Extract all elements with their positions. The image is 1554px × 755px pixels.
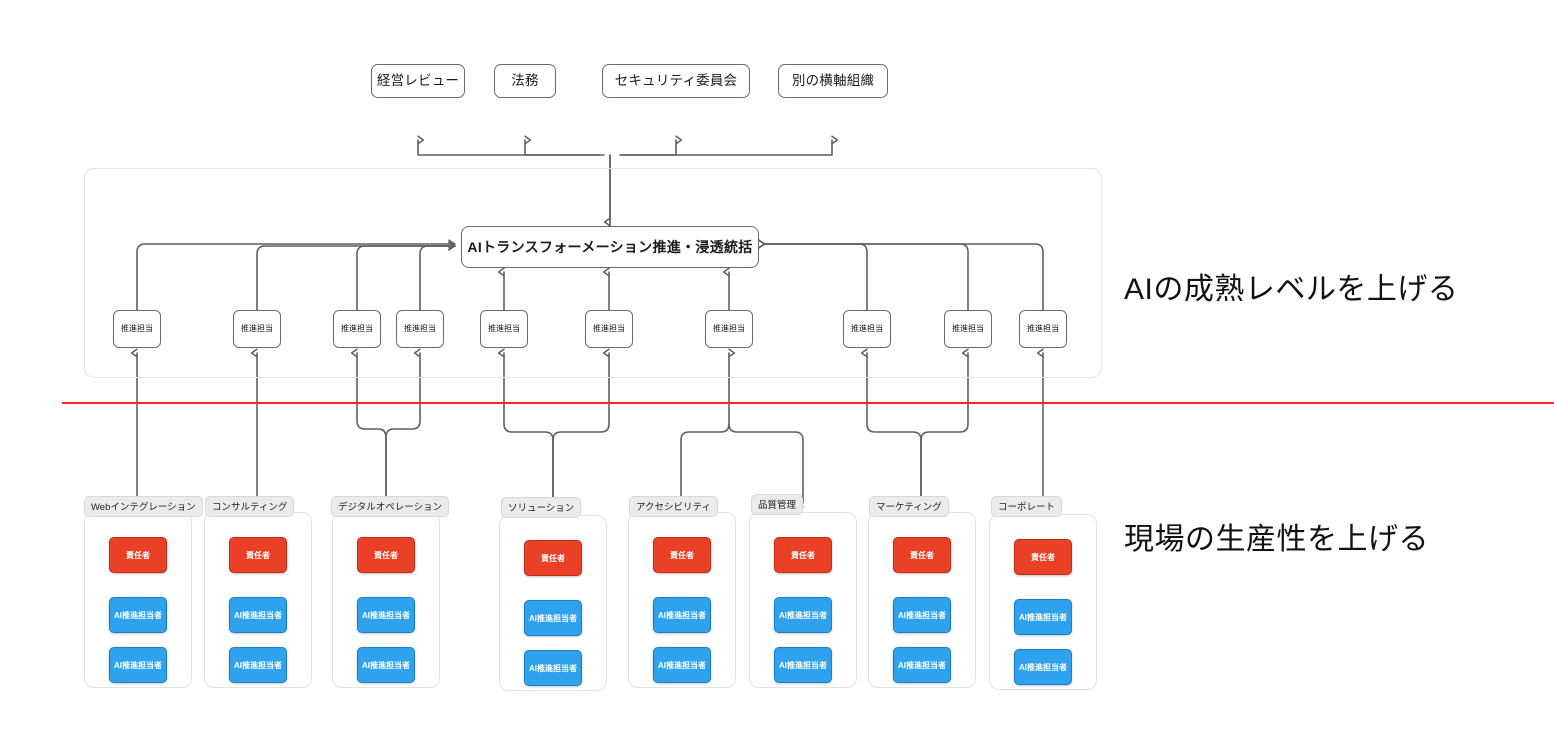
role-chip-member[interactable]: AI推進担当者 [109,647,167,683]
promoter-box-7[interactable]: 推進担当 [705,310,753,348]
department-tag: コンサルティング [205,496,295,517]
department-tag: Webインテグレーション [84,496,203,517]
role-chip-member[interactable]: AI推進担当者 [524,600,582,636]
promoter-box-5[interactable]: 推進担当 [480,310,528,348]
department-card: 責任者 AI推進担当者 AI推進担当者 [628,512,736,688]
role-chip-lead[interactable]: 責任者 [109,537,167,573]
role-chip-member[interactable]: AI推進担当者 [653,597,711,633]
department-card: 責任者 AI推進担当者 AI推進担当者 [84,512,192,688]
role-chip-member[interactable]: AI推進担当者 [524,650,582,686]
department-tag: マーケティング [869,496,949,517]
wire-governance-other [621,135,839,156]
side-label-productivity: 現場の生産性を上げる [1124,523,1429,556]
role-chip-lead[interactable]: 責任者 [524,540,582,576]
role-chip-member[interactable]: AI推進担当者 [229,647,287,683]
wire-governance-houmu [524,135,605,156]
wire-governance-security [619,135,683,156]
department-tag: アクセシビリティ [629,496,718,517]
governance-box-legal[interactable]: 法務 [494,64,556,98]
promoter-box-1[interactable]: 推進担当 [113,310,161,348]
role-chip-member[interactable]: AI推進担当者 [653,647,711,683]
promoter-box-6[interactable]: 推進担当 [585,310,633,348]
wire-promoter7-to-dept-quality [728,423,804,508]
promoter-box-10[interactable]: 推進担当 [1019,310,1067,348]
role-chip-lead[interactable]: 責任者 [357,537,415,573]
role-chip-member[interactable]: AI推進担当者 [774,597,832,633]
department-tag: 品質管理 [751,494,804,515]
role-chip-member[interactable]: AI推進担当者 [357,597,415,633]
governance-box-other-cross-org[interactable]: 別の横軸組織 [778,64,888,98]
department-card: 責任者 AI推進担当者 AI推進担当者 [868,512,976,688]
role-chip-lead[interactable]: 責任者 [229,537,287,573]
role-chip-member[interactable]: AI推進担当者 [1014,649,1072,685]
role-chip-member[interactable]: AI推進担当者 [774,647,832,683]
promoter-box-9[interactable]: 推進担当 [944,310,992,348]
role-chip-member[interactable]: AI推進担当者 [1014,599,1072,635]
department-tag: デジタルオペレーション [331,496,450,517]
role-chip-member[interactable]: AI推進担当者 [893,647,951,683]
role-chip-lead[interactable]: 責任者 [1014,539,1072,575]
department-card: 責任者 AI推進担当者 AI推進担当者 [989,514,1097,690]
department-tag: コーポレート [991,496,1063,517]
governance-box-security-committee[interactable]: セキュリティ委員会 [602,64,750,98]
role-chip-member[interactable]: AI推進担当者 [229,597,287,633]
role-chip-member[interactable]: AI推進担当者 [357,647,415,683]
role-chip-lead[interactable]: 責任者 [653,537,711,573]
hub-box-ai-transformation[interactable]: AIトランスフォーメーション推進・浸透統括 [461,226,759,268]
side-label-maturity: AIの成熟レベルを上げる [1124,273,1459,306]
layer-divider-line [62,402,1554,404]
promoter-box-4[interactable]: 推進担当 [396,310,444,348]
promoter-box-2[interactable]: 推進担当 [233,310,281,348]
role-chip-lead[interactable]: 責任者 [893,537,951,573]
promoter-box-3[interactable]: 推進担当 [333,310,381,348]
department-card: 責任者 AI推進担当者 AI推進担当者 [332,512,440,688]
department-card: 責任者 AI推進担当者 AI推進担当者 [499,515,607,691]
role-chip-lead[interactable]: 責任者 [774,537,832,573]
department-card: 責任者 AI推進担当者 AI推進担当者 [204,512,312,688]
role-chip-member[interactable]: AI推進担当者 [109,597,167,633]
wire-governance-keiei [417,135,601,156]
role-chip-member[interactable]: AI推進担当者 [893,597,951,633]
governance-box-management-review[interactable]: 経営レビュー [371,64,465,98]
promoter-box-8[interactable]: 推進担当 [843,310,891,348]
department-tag: ソリューション [501,497,582,518]
department-card: 責任者 AI推進担当者 AI推進担当者 [749,512,857,688]
